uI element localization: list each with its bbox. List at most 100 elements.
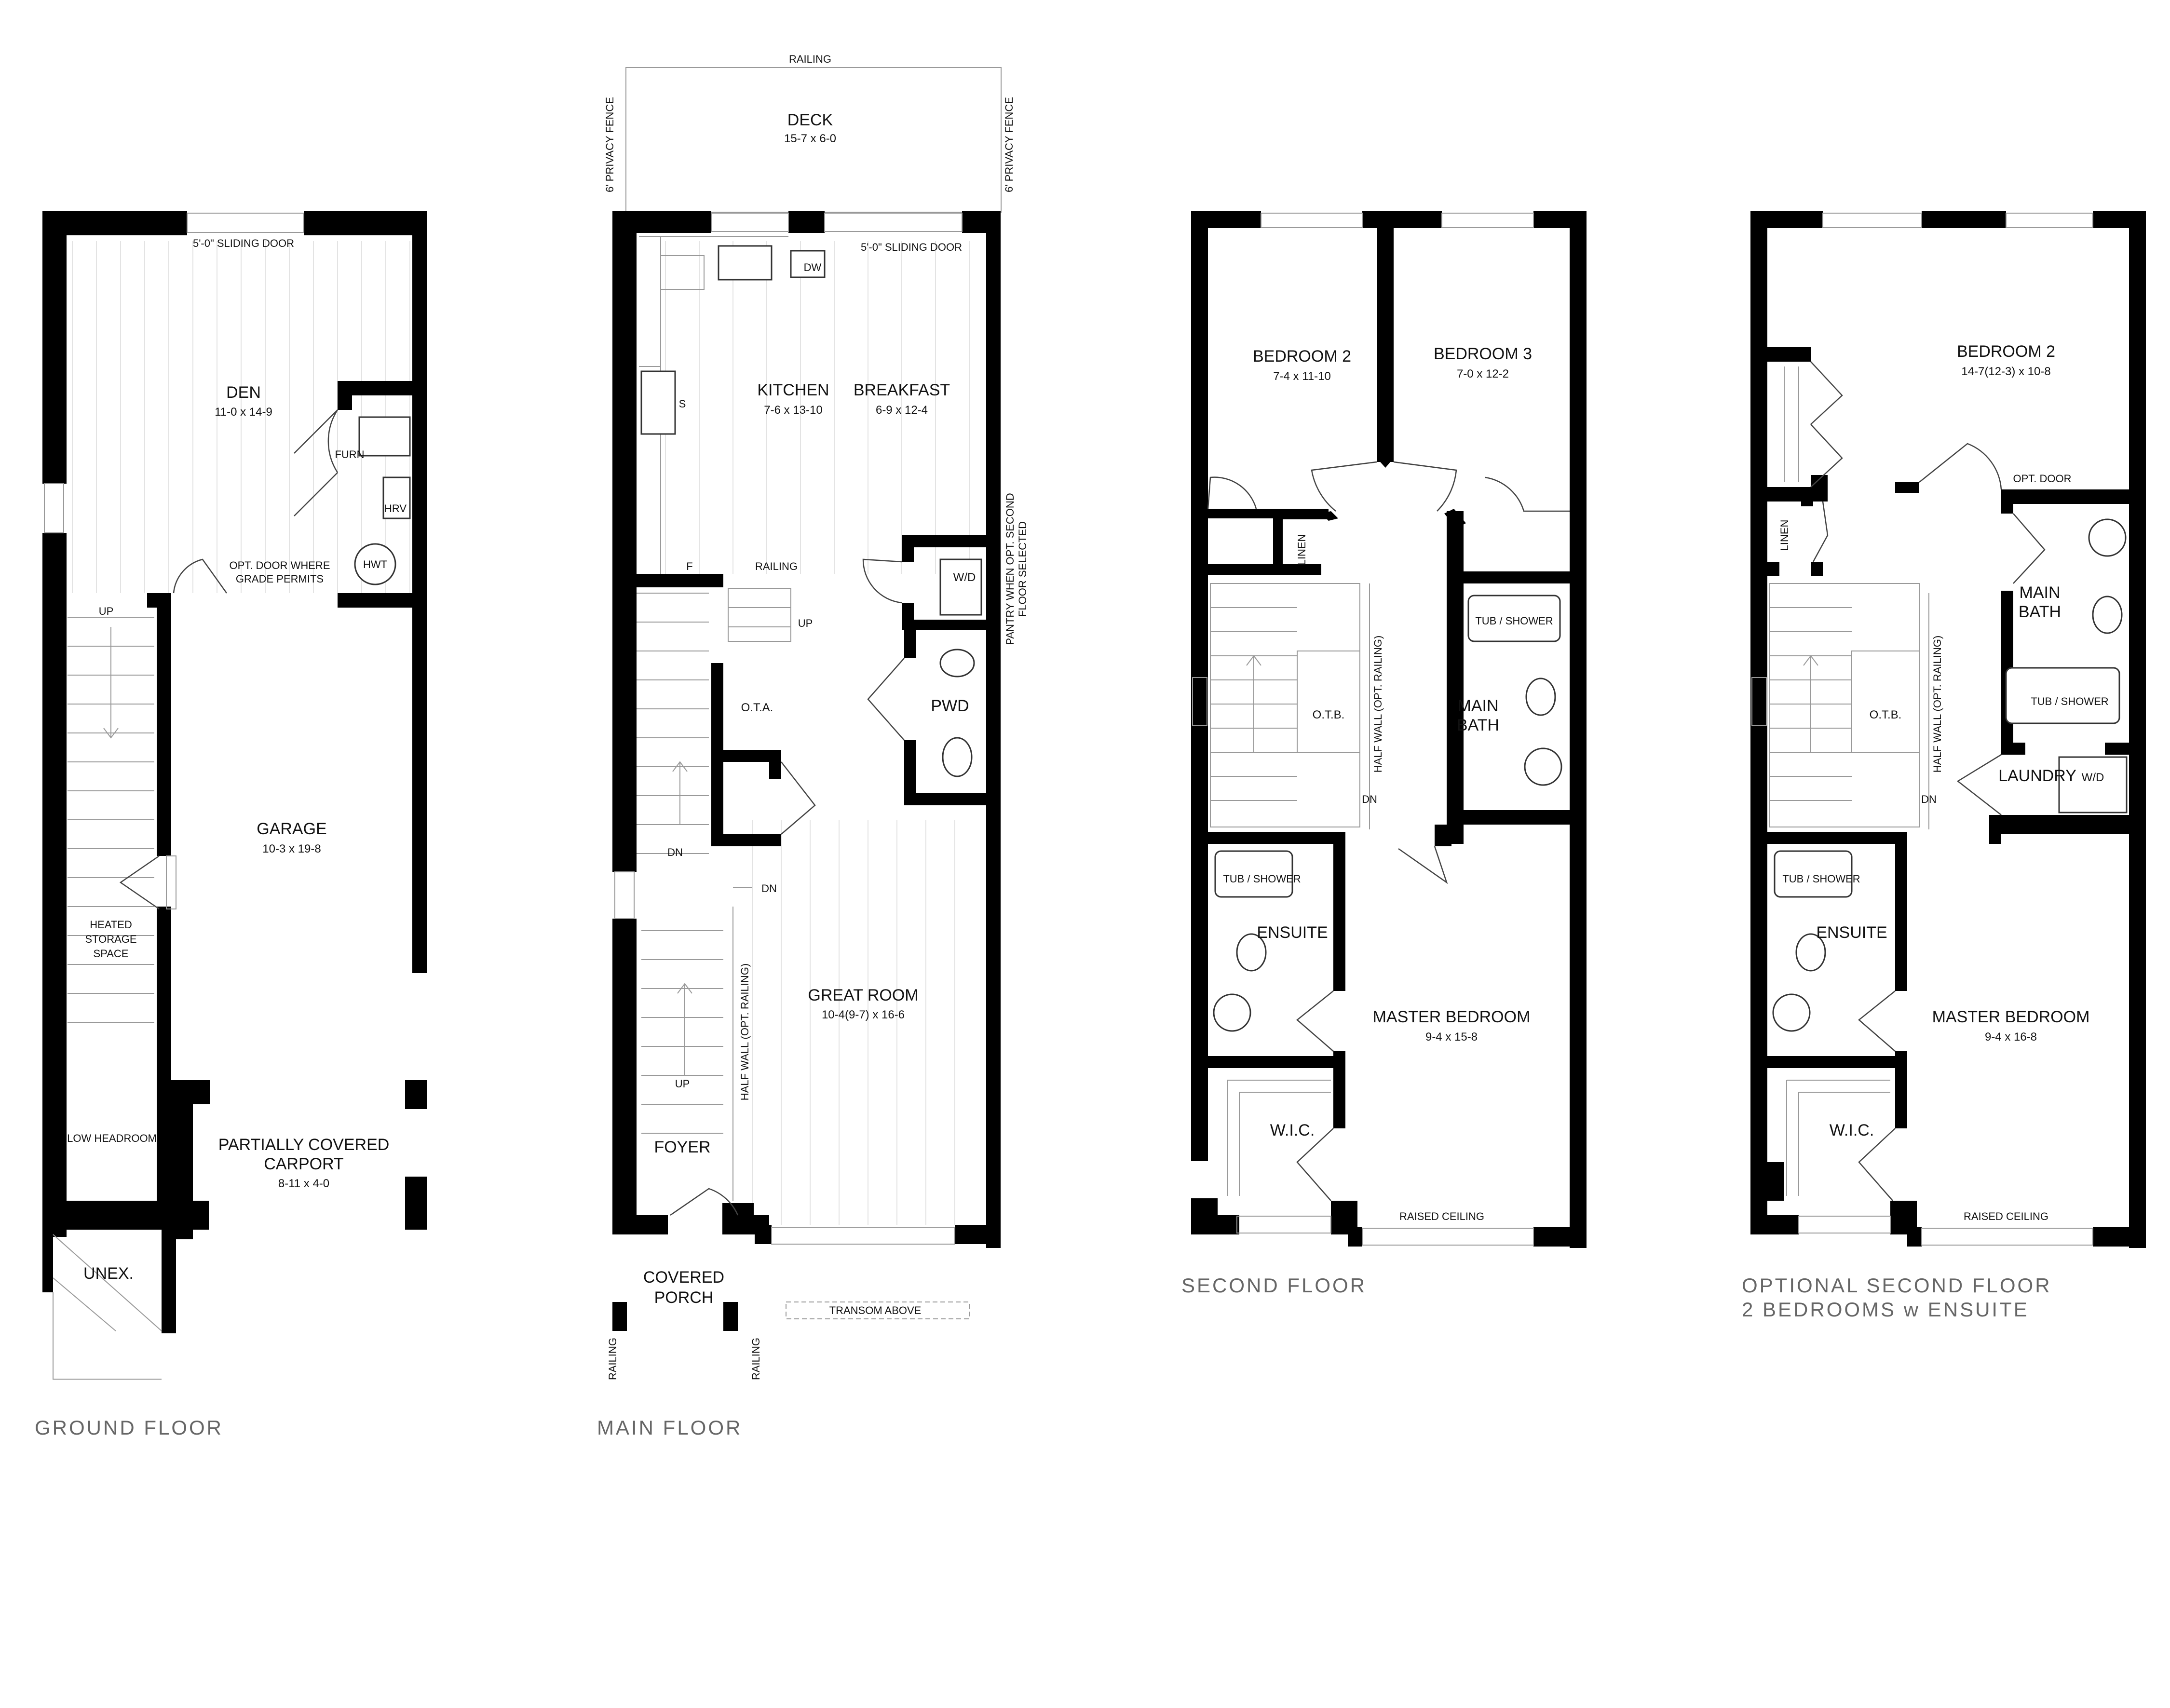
opt-half-wall: HALF WALL (OPT. RAILING) xyxy=(1931,636,1943,773)
privacy-fence-right: 6' PRIVACY FENCE xyxy=(1003,97,1015,192)
fridge-label: F xyxy=(686,560,692,572)
wd-label: W/D xyxy=(953,571,976,584)
water-heater xyxy=(354,543,396,585)
opt-wic-label: W.I.C. xyxy=(1830,1121,1874,1139)
ota-label: O.T.A. xyxy=(741,701,773,714)
ground-stairs xyxy=(68,617,154,1023)
deck-dim: 15-7 x 6-0 xyxy=(784,132,836,145)
kitchen-name: KITCHEN xyxy=(757,381,829,399)
second-floor-title: SECOND FLOOR xyxy=(1181,1274,1367,1297)
otb-label: O.T.B. xyxy=(1313,708,1345,721)
washer-dryer xyxy=(939,558,982,616)
carport-name-1: PARTIALLY COVERED xyxy=(218,1136,390,1154)
main-bath-sink xyxy=(1524,747,1562,786)
main-floor-plan: RAILING DECK 15-7 x 6-0 6' PRIVACY FENCE… xyxy=(597,53,1029,1439)
opt-ensuite-tub-label: TUB / SHOWER xyxy=(1782,873,1860,885)
dishwasher xyxy=(790,250,826,278)
bedroom2-dim: 7-4 x 11-10 xyxy=(1273,370,1331,383)
main-bath-name-2: BATH xyxy=(1457,716,1499,734)
main-stair-up: UP xyxy=(798,617,813,629)
optional-second-floor-plan: BEDROOM 2 14-7(12-3) x 10-8 OPT. DOOR LI… xyxy=(1742,211,2146,1321)
storage-door xyxy=(119,855,160,910)
opt-ensuite-sink xyxy=(1772,993,1811,1032)
carport-name-2: CARPORT xyxy=(264,1155,344,1173)
opt-door-swing xyxy=(173,558,228,594)
main-bath-toilet xyxy=(1525,678,1556,716)
pantry-note-2: FLOOR SELECTED xyxy=(1017,521,1029,617)
opt-ensuite-tub xyxy=(1774,850,1853,898)
wic-label: W.I.C. xyxy=(1270,1121,1315,1139)
kitchen-dim: 7-6 x 13-10 xyxy=(764,404,822,417)
main-stair-dn-2: DN xyxy=(761,882,777,895)
furn-label: FURN xyxy=(335,448,364,461)
main-stairs xyxy=(637,588,791,1201)
den-name: DEN xyxy=(226,383,261,402)
opt-ensuite-toilet xyxy=(1795,933,1826,972)
main-tub-label: TUB / SHOWER xyxy=(1475,615,1553,627)
optional-stairs xyxy=(1769,583,1929,829)
breakfast-name: BREAKFAST xyxy=(854,381,950,399)
stove-label: S xyxy=(679,398,686,410)
opt-door-note-1: OPT. DOOR WHERE xyxy=(229,559,330,571)
garage-name: GARAGE xyxy=(257,820,326,838)
opt-main-bath-tub xyxy=(2005,667,2120,724)
main-bath-tub xyxy=(1467,595,1561,642)
second-half-wall: HALF WALL (OPT. RAILING) xyxy=(1372,636,1384,773)
den-sliding-door: 5'-0" SLIDING DOOR xyxy=(193,237,294,249)
main-bath-name-1: MAIN xyxy=(1458,697,1499,715)
main-sliding-door: 5'-0" SLIDING DOOR xyxy=(861,241,962,253)
heated-storage-3: SPACE xyxy=(94,948,129,960)
ensuite-toilet xyxy=(1236,933,1267,972)
pwd-toilet xyxy=(942,737,973,777)
opt-master-dim: 9-4 x 16-8 xyxy=(1985,1030,2037,1044)
foyer-label: FOYER xyxy=(654,1138,710,1156)
den-dim: 11-0 x 14-9 xyxy=(215,406,272,419)
opt-wic-shelves xyxy=(1786,1080,1890,1196)
laundry-label: LAUNDRY xyxy=(1998,767,2076,785)
optional-floor-title-1: OPTIONAL SECOND FLOOR xyxy=(1742,1274,2052,1297)
porch-name-2: PORCH xyxy=(654,1288,714,1307)
ensuite-label: ENSUITE xyxy=(1257,923,1328,942)
furnace xyxy=(358,416,411,457)
main-stair-dn: DN xyxy=(667,846,683,858)
opt-bedroom2-name: BEDROOM 2 xyxy=(1957,342,2055,361)
ground-floor-plan: 5'-0" SLIDING DOOR DEN 11-0 x 14-9 FURN … xyxy=(35,211,427,1439)
opt-bedroom2-dim: 14-7(12-3) x 10-8 xyxy=(1961,365,2050,378)
unex-label: UNEX. xyxy=(83,1264,134,1283)
raised-ceiling-label: RAISED CEILING xyxy=(1399,1210,1484,1222)
pwd-label: PWD xyxy=(931,697,969,715)
great-room-name: GREAT ROOM xyxy=(808,986,918,1004)
ensuite-sink xyxy=(1213,993,1251,1032)
garage-dim: 10-3 x 19-8 xyxy=(262,842,321,855)
stove xyxy=(640,370,676,435)
hrv-label: HRV xyxy=(384,502,407,515)
dw-label: DW xyxy=(804,261,822,273)
heated-storage-2: STORAGE xyxy=(85,933,136,945)
heated-storage-1: HEATED xyxy=(90,919,132,931)
master-dim: 9-4 x 15-8 xyxy=(1425,1030,1478,1044)
opt-door-label: OPT. DOOR xyxy=(2013,473,2071,485)
deck-name: DECK xyxy=(787,111,833,129)
porch-name-1: COVERED xyxy=(643,1268,724,1287)
hrv-unit xyxy=(382,476,411,519)
second-stairs xyxy=(1210,583,1370,829)
transom-label: TRANSOM ABOVE xyxy=(829,1304,922,1316)
opt-otb-label: O.T.B. xyxy=(1870,708,1902,721)
linen-label: LINEN xyxy=(1296,534,1308,566)
ensuite-tub-label: TUB / SHOWER xyxy=(1223,873,1301,885)
opt-washer-dryer xyxy=(2058,756,2128,813)
master-name: MASTER BEDROOM xyxy=(1373,1008,1531,1026)
opt-main-bath-name-2: BATH xyxy=(2019,603,2061,621)
main-half-wall: HALF WALL (OPT. RAILING) xyxy=(739,963,751,1100)
great-room-dim: 10-4(9-7) x 16-6 xyxy=(822,1008,905,1021)
main-railing-label: RAILING xyxy=(755,560,798,572)
opt-master-name: MASTER BEDROOM xyxy=(1932,1008,2090,1026)
privacy-fence-left: 6' PRIVACY FENCE xyxy=(604,97,616,192)
optional-floor-title-2: 2 BEDROOMS w ENSUITE xyxy=(1742,1298,2029,1321)
pwd-sink xyxy=(939,649,975,678)
bedroom3-name: BEDROOM 3 xyxy=(1434,345,1532,363)
second-floor-plan: BEDROOM 2 7-4 x 11-10 BEDROOM 3 7-0 x 12… xyxy=(1181,211,1587,1297)
bedroom2-closet xyxy=(1784,366,1799,482)
low-headroom: LOW HEADROOM xyxy=(67,1132,157,1144)
opt-raised-ceiling-label: RAISED CEILING xyxy=(1964,1210,2048,1222)
